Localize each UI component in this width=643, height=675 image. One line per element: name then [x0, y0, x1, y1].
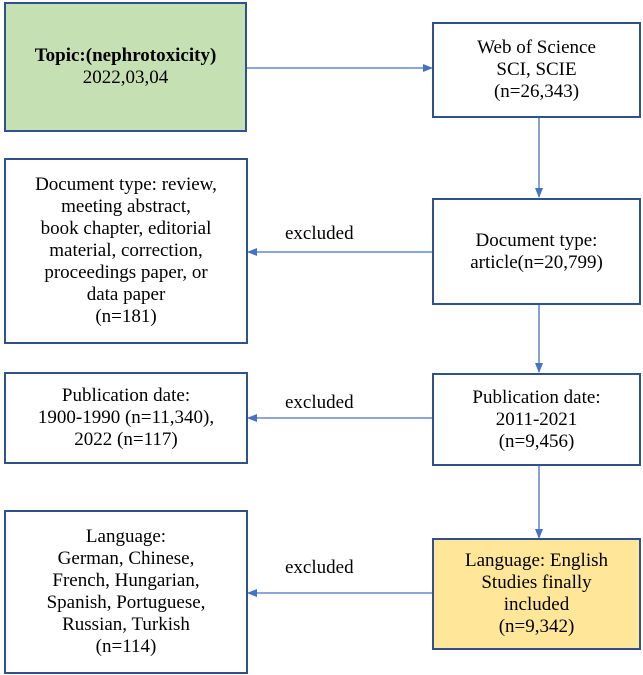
language-included-line-1: Language: English: [465, 550, 608, 571]
doctype-excluded-line-4: material, correction,: [49, 240, 203, 261]
pubdate-excluded-line-2: 1900-1990 (n=11,340),: [37, 407, 215, 428]
pubdate-excluded-label: excluded: [285, 392, 354, 413]
language-excluded-line-3: French, Hungarian,: [52, 570, 200, 591]
language-excluded-label: excluded: [285, 557, 354, 578]
language-excluded-line-6: (n=114): [95, 636, 157, 657]
topic-date: 2022,03,04: [82, 67, 169, 88]
language-included-box: Language: English Studies finally includ…: [432, 538, 641, 650]
pubdate-excluded-line-3: 2022 (n=117): [74, 429, 178, 450]
topic-title: Topic:(nephrotoxicity): [34, 45, 217, 66]
doctype-excluded-line-5: proceedings paper, or: [44, 262, 208, 283]
doctype-excluded-box: Document type: review, meeting abstract,…: [4, 158, 248, 344]
wos-box: Web of Science SCI, SCIE (n=26,343): [432, 22, 641, 118]
doctype-excluded-line-1: Document type: review,: [35, 174, 217, 195]
doctype-included-line-1: Document type:: [475, 229, 598, 251]
pubdate-included-line-2: 2011-2021: [495, 408, 578, 430]
language-included-line-4: (n=9,342): [498, 616, 575, 637]
doctype-excluded-line-3: book chapter, editorial: [40, 218, 212, 239]
doctype-excluded-label: excluded: [285, 223, 354, 244]
language-excluded-line-5: Russian, Turkish: [62, 614, 190, 635]
doctype-excluded-line-6: data paper: [86, 284, 166, 305]
pubdate-excluded-line-1: Publication date:: [61, 385, 191, 406]
language-included-line-3: included: [503, 594, 570, 615]
doctype-included-box: Document type: article(n=20,799): [432, 198, 641, 305]
doctype-excluded-line-2: meeting abstract,: [61, 196, 191, 217]
pubdate-included-line-1: Publication date:: [472, 386, 601, 408]
wos-line-1: Web of Science: [477, 37, 596, 58]
doctype-included-line-2: article(n=20,799): [470, 251, 603, 273]
language-excluded-line-2: German, Chinese,: [57, 548, 195, 569]
pubdate-included-box: Publication date: 2011-2021 (n=9,456): [432, 373, 641, 466]
topic-box: Topic:(nephrotoxicity) 2022,03,04: [4, 2, 247, 132]
language-excluded-line-4: Spanish, Portuguese,: [46, 592, 206, 613]
wos-line-2: SCI, SCIE: [496, 59, 577, 80]
language-excluded-line-1: Language:: [85, 526, 167, 547]
doctype-excluded-line-7: (n=181): [95, 306, 157, 327]
wos-line-3: (n=26,343): [493, 81, 580, 102]
language-excluded-box: Language: German, Chinese, French, Hunga…: [4, 510, 248, 674]
language-included-line-2: Studies finally: [481, 572, 592, 593]
pubdate-excluded-box: Publication date: 1900-1990 (n=11,340), …: [4, 372, 248, 464]
pubdate-included-line-3: (n=9,456): [498, 430, 575, 452]
